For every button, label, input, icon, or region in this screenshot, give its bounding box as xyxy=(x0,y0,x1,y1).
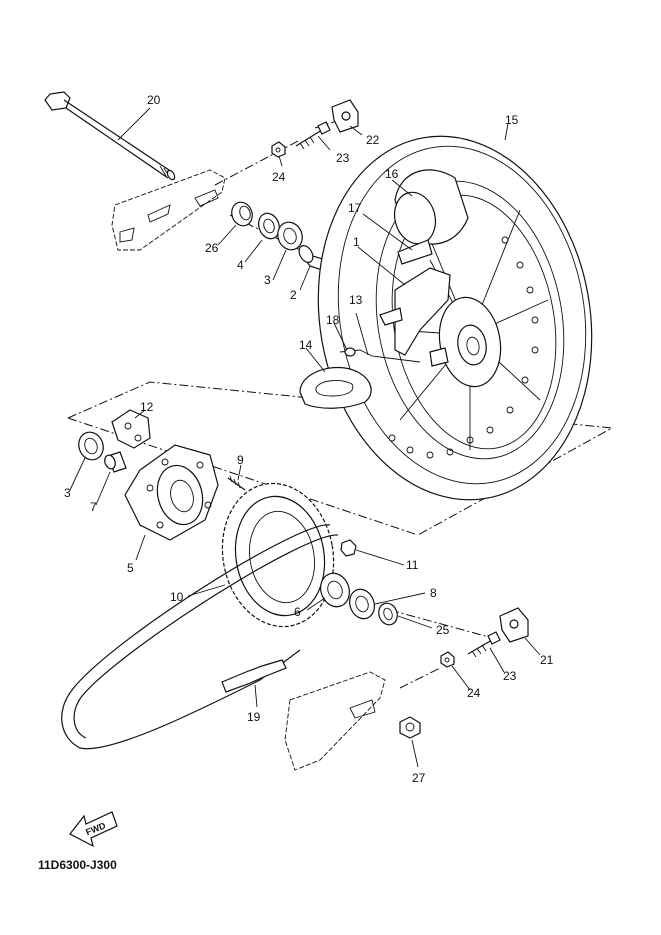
rear-axle xyxy=(44,91,176,181)
callout-14: 14 xyxy=(299,338,313,352)
hub-right-bearing xyxy=(78,431,127,473)
callout-17: 17 xyxy=(348,201,362,215)
callout-16: 16 xyxy=(385,167,399,181)
sprocket-side-hardware xyxy=(320,539,398,626)
callout-2: 2 xyxy=(290,288,297,302)
callout-leader-lines xyxy=(69,107,541,768)
wheel-damper-assembly xyxy=(339,267,451,367)
callout-27: 27 xyxy=(412,771,426,785)
callout-5: 5 xyxy=(127,561,134,575)
callout-3-lower: 3 xyxy=(64,486,71,500)
callout-9: 9 xyxy=(237,453,244,467)
callout-21: 21 xyxy=(540,653,554,667)
callout-6: 6 xyxy=(294,605,301,619)
callout-10-text: 10 xyxy=(170,590,184,604)
callout-labels: 20 22 23 24 16 17 1 2 3 4 26 15 13 18 14… xyxy=(64,93,554,785)
callout-4: 4 xyxy=(237,258,244,272)
callout-11-text: 11 xyxy=(406,558,419,572)
lower-swingarm-outline xyxy=(284,671,386,771)
callout-23-lower: 23 xyxy=(503,669,517,683)
callout-25: 25 xyxy=(436,623,450,637)
callout-19: 19 xyxy=(247,710,261,724)
callout-3-upper: 3 xyxy=(264,273,271,287)
damper-holder xyxy=(111,409,151,449)
callout-24-lower: 24 xyxy=(467,686,481,700)
callout-1: 1 xyxy=(353,235,360,249)
diagram-code: 11D6300-J300 xyxy=(38,858,117,872)
callout-24-upper: 24 xyxy=(272,170,286,184)
callout-26: 26 xyxy=(205,241,219,255)
sprocket-hub xyxy=(124,444,246,541)
callout-12: 12 xyxy=(140,400,154,414)
rear-wheel-tire xyxy=(317,135,593,501)
drive-chain xyxy=(61,524,339,750)
callout-22: 22 xyxy=(366,133,380,147)
forward-direction-arrow: FWD xyxy=(69,811,118,848)
callout-15: 15 xyxy=(505,113,519,127)
chain-adjuster-upper xyxy=(271,99,359,158)
callout-8: 8 xyxy=(430,586,437,600)
callout-20: 20 xyxy=(147,93,161,107)
callout-18: 18 xyxy=(326,313,340,327)
callout-7: 7 xyxy=(90,500,97,514)
callout-13: 13 xyxy=(349,293,363,307)
upper-swingarm-outline xyxy=(111,169,226,251)
callout-23-upper: 23 xyxy=(336,151,350,165)
rear-sprocket xyxy=(221,482,335,628)
chain-adjuster-lower xyxy=(399,607,529,739)
rim-strap xyxy=(299,366,372,409)
